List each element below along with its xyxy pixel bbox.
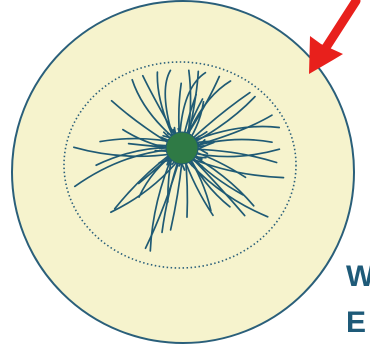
central-core — [166, 132, 198, 164]
outer-cell-boundary — [12, 1, 354, 343]
caption-line-1: W — [346, 262, 370, 292]
caption-line-2: E — [346, 308, 366, 338]
red-arrow-icon — [309, 1, 356, 74]
